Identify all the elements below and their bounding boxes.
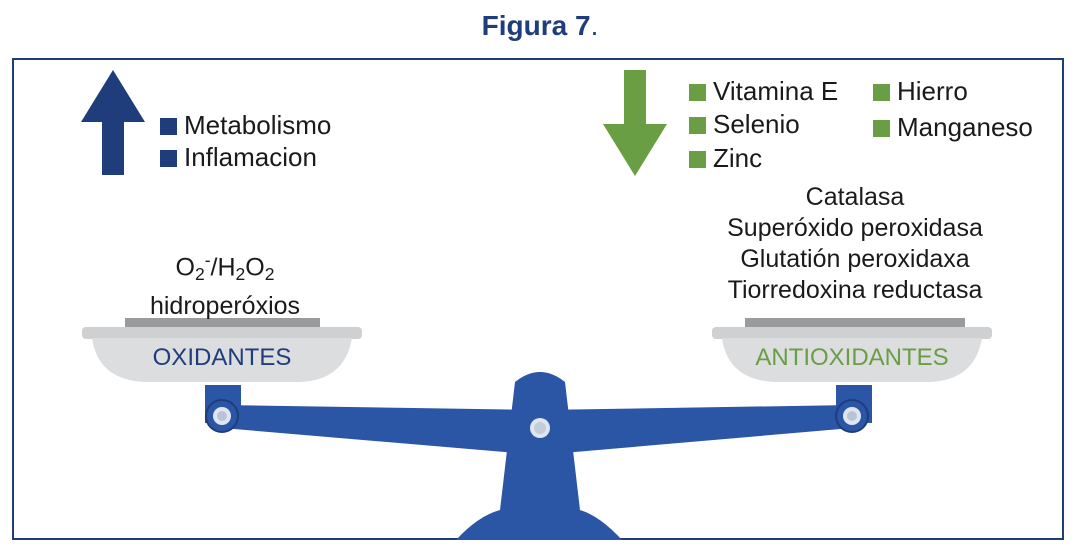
- right-pan-bowl: [722, 338, 982, 382]
- green-square-icon: [873, 120, 890, 137]
- right-pin-core: [847, 411, 857, 421]
- oxidant-species: O2-/H2O2 hidroperóxios: [110, 244, 340, 322]
- green-square-icon: [689, 84, 706, 101]
- green-square-icon: [689, 117, 706, 134]
- blue-square-icon: [160, 150, 177, 167]
- left-item-inflamacion: Inflamacion: [160, 141, 317, 173]
- right-item-hierro: Hierro: [873, 75, 968, 107]
- enzyme-catalasa: Catalasa: [805, 183, 905, 211]
- left-pan-rim: [82, 327, 362, 339]
- figure-title: Figura 7.: [481, 10, 599, 41]
- arrow-up-icon: [81, 70, 145, 175]
- center-pin-core: [534, 422, 546, 434]
- green-square-icon: [689, 151, 706, 168]
- antioxidant-enzymes: Catalasa Superóxido peroxidasa Glutatión…: [690, 182, 1020, 306]
- oxidant-formula: O2-/H2O2: [175, 250, 275, 284]
- right-item-selenio: Selenio: [689, 108, 800, 140]
- enzyme-tiorredoxina-reductasa: Tiorredoxina reductasa: [727, 276, 983, 304]
- oxidants-pan-label: OXIDANTES: [152, 344, 292, 371]
- left-pan-bowl: [92, 338, 352, 382]
- left-pan-top: [125, 318, 320, 328]
- right-item-manganeso: Manganeso: [873, 111, 1033, 143]
- antioxidants-pan-label: ANTIOXIDANTES: [755, 344, 949, 371]
- oxidant-hydroperoxides: hidroperóxios: [149, 292, 301, 320]
- left-item-metabolismo: Metabolismo: [160, 109, 331, 141]
- right-pan-rim: [712, 327, 992, 339]
- right-item-vitamina-e: Vitamina E: [689, 75, 838, 107]
- right-pan-top: [745, 318, 965, 328]
- arrow-down-icon: [603, 70, 667, 176]
- scale-stand: [456, 372, 622, 540]
- green-square-icon: [873, 84, 890, 101]
- left-pin-core: [217, 411, 227, 421]
- enzyme-superoxido-peroxidasa: Superóxido peroxidasa: [727, 214, 983, 242]
- right-item-zinc: Zinc: [689, 142, 762, 174]
- blue-square-icon: [160, 118, 177, 135]
- enzyme-glutation-peroxidaxa: Glutatión peroxidaxa: [740, 245, 970, 273]
